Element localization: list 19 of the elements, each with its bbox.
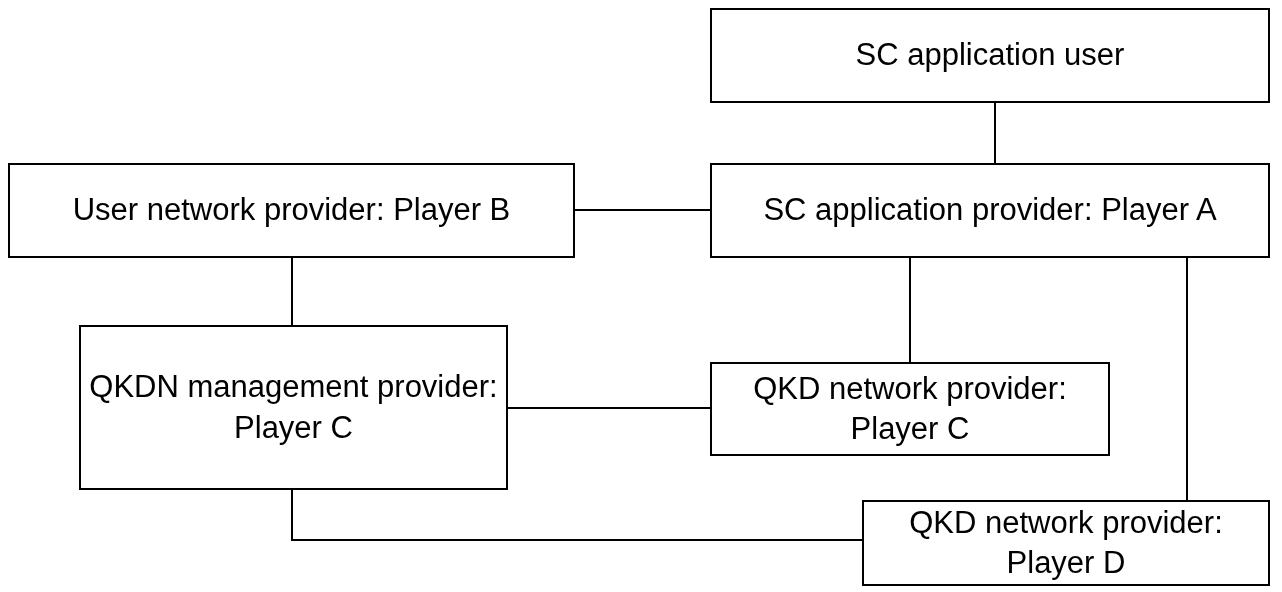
connector-line [291,257,293,326]
connector-line [994,102,996,164]
box-label: SC application provider: Player A [762,191,1218,230]
connector-line [909,257,911,363]
connector-line [291,489,863,541]
box-label: User network provider: Player B [71,191,512,230]
process-box [710,8,1270,103]
process-box [710,362,1110,456]
process-box [710,163,1270,258]
box-label: QKD network provider: Player D [908,503,1224,582]
connector-line [574,209,711,211]
connector-line [507,407,711,409]
process-box [862,500,1270,586]
connector-line [1186,257,1188,501]
process-box [79,325,508,490]
box-label: QKDN management provider: Player C [88,368,499,447]
box-label: QKD network provider: Player C [752,369,1068,448]
box-label: SC application user [854,36,1126,75]
process-box [8,163,575,258]
